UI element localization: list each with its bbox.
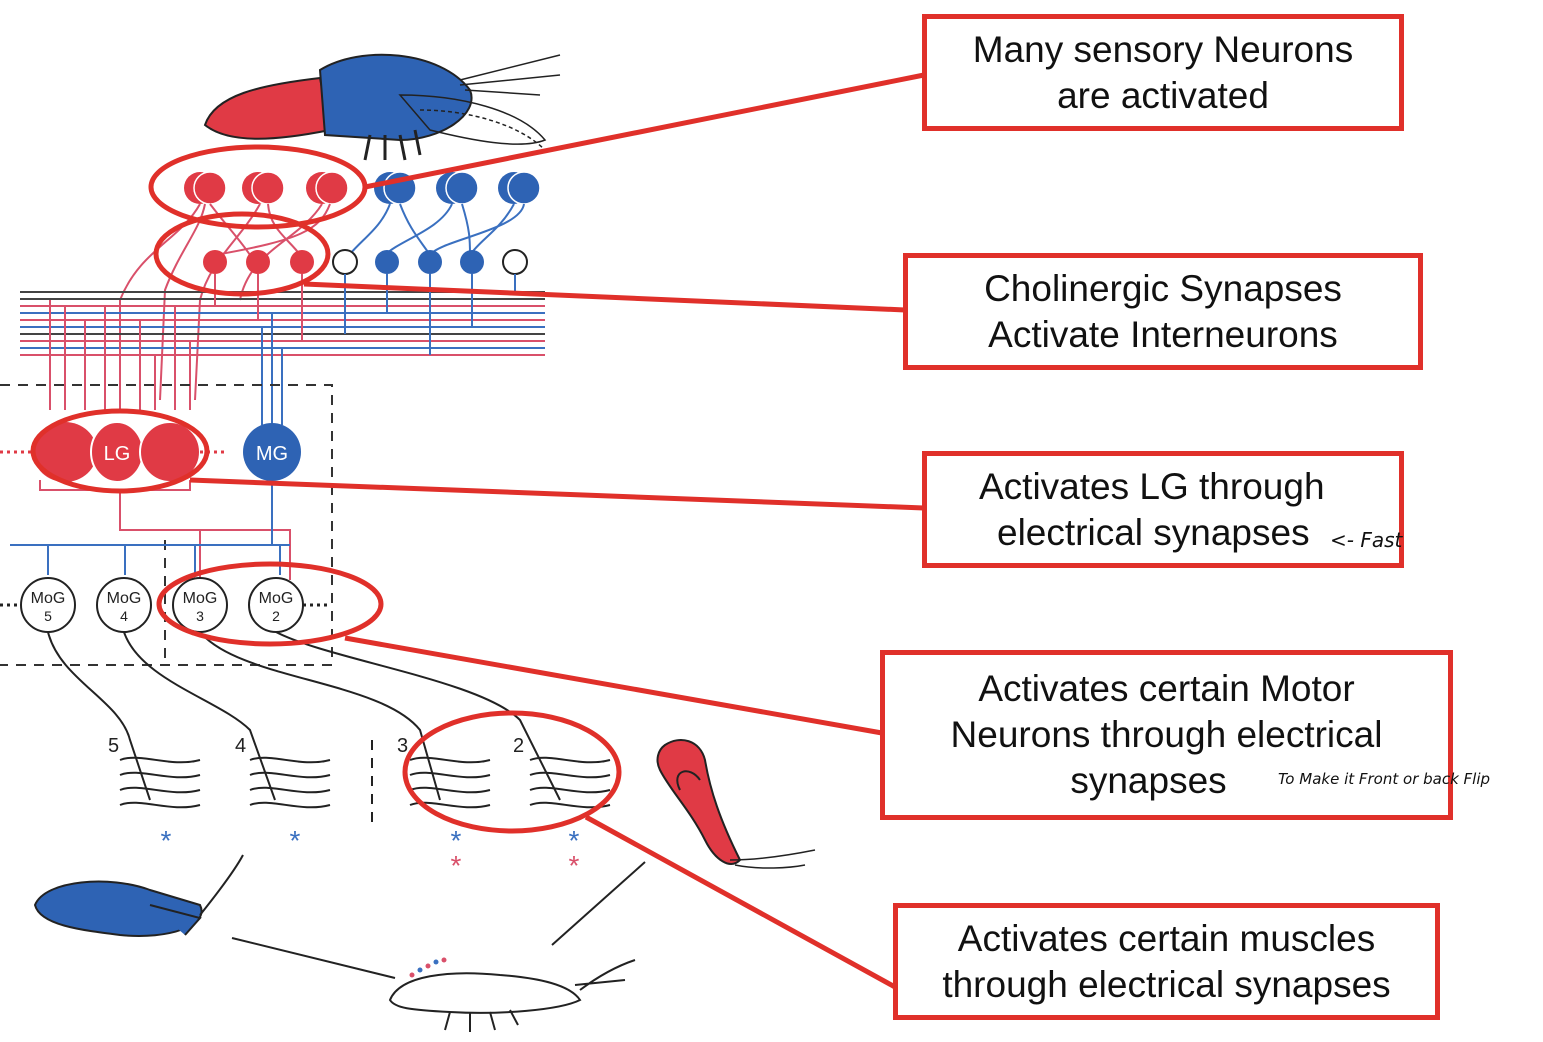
crayfish-white-illustration — [388, 957, 636, 1032]
annotation-muscles: Activates certain muscles through electr… — [893, 903, 1440, 1020]
svg-text:MoG: MoG — [259, 590, 294, 607]
annotation-cholinergic-synapses: Cholinergic Synapses Activate Interneuro… — [903, 253, 1423, 370]
svg-text:2: 2 — [272, 608, 280, 624]
svg-text:MoG: MoG — [107, 590, 142, 607]
highlight-interneurons — [153, 211, 331, 297]
mog-2: MoG 2 — [248, 577, 304, 633]
crayfish-blue-illustration — [33, 854, 244, 937]
muscle-3 — [409, 756, 491, 809]
crayfish-red-illustration — [656, 739, 816, 869]
annotation-sensory-neurons: Many sensory Neurons are activated — [922, 14, 1404, 131]
lateral-giant-neurons: LG — [0, 421, 225, 483]
svg-text:*: * — [451, 825, 462, 856]
descending-fibers — [49, 300, 283, 425]
sensory-neurons — [184, 171, 541, 205]
svg-text:3: 3 — [397, 735, 408, 757]
svg-text:MoG: MoG — [183, 590, 218, 607]
crayfish-top-illustration — [203, 53, 561, 161]
muscle-2 — [529, 756, 611, 809]
svg-text:4: 4 — [235, 735, 246, 757]
highlight-mog — [156, 561, 384, 647]
muscle-4 — [249, 756, 331, 809]
annotation-lg-electrical: Activates LG through electrical synapses — [922, 451, 1404, 568]
annotation-connectors — [189, 72, 925, 990]
annotation-motor-neurons: Activates certain Motor Neurons through … — [880, 650, 1453, 820]
muscle-5 — [119, 756, 201, 809]
svg-text:4: 4 — [120, 608, 128, 624]
svg-text:2: 2 — [513, 735, 524, 757]
svg-text:*: * — [161, 825, 172, 856]
sensory-axons — [119, 203, 525, 401]
svg-text:5: 5 — [44, 608, 52, 624]
handwritten-flip-note: To Make it Front or back Flip — [1278, 770, 1491, 788]
mog-4: MoG 4 — [96, 577, 152, 633]
motor-giant-neurons: MoG 5 MoG 4 MoG 3 MoG 2 — [0, 577, 330, 633]
segment-numbers: 5 4 3 2 — [108, 735, 524, 757]
svg-text:MoG: MoG — [31, 590, 66, 607]
interneurons — [203, 249, 528, 275]
ganglion-boundary — [0, 384, 333, 666]
mog-5: MoG 5 — [20, 577, 76, 633]
handwritten-fast-note: <- Fast — [1330, 528, 1403, 552]
axon-tracts — [20, 274, 545, 356]
muscle-segments — [119, 740, 611, 830]
behavior-connector-lines — [231, 861, 646, 979]
mog-3: MoG 3 — [172, 577, 228, 633]
svg-text:*: * — [569, 850, 580, 881]
activity-asterisks: * * * * * * — [161, 825, 580, 881]
svg-text:3: 3 — [196, 608, 204, 624]
medial-giant-neuron: MG — [243, 423, 301, 481]
lg-label: LG — [104, 443, 131, 465]
svg-text:5: 5 — [108, 735, 119, 757]
highlight-ellipses — [30, 144, 622, 834]
svg-text:*: * — [569, 825, 580, 856]
highlight-muscles — [402, 710, 622, 834]
svg-text:*: * — [451, 850, 462, 881]
highlight-lg — [30, 408, 210, 494]
svg-text:*: * — [290, 825, 301, 856]
mg-label: MG — [256, 443, 288, 465]
